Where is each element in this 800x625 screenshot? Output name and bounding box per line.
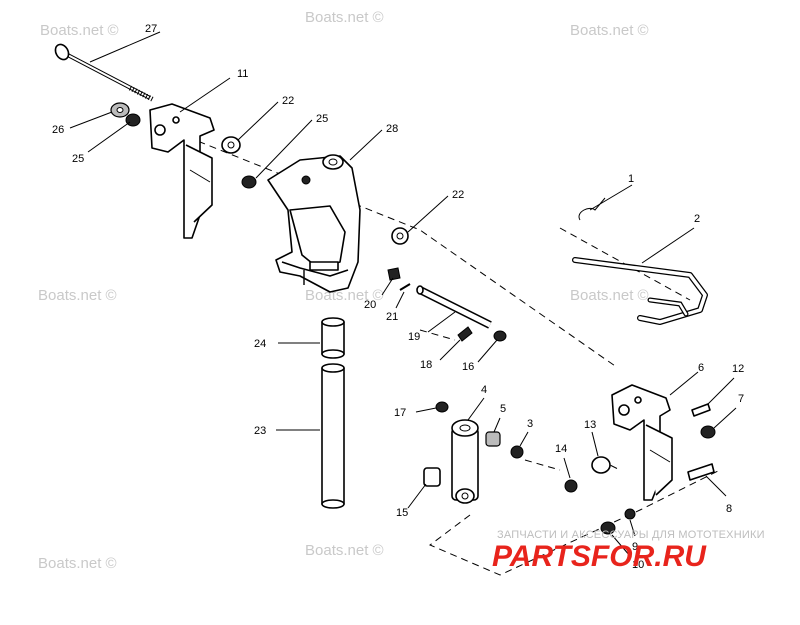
callout-8: 8 xyxy=(726,503,732,515)
bolt-27 xyxy=(54,43,156,103)
callout-27: 27 xyxy=(145,23,157,35)
bushing-5 xyxy=(485,431,501,447)
callout-14: 14 xyxy=(555,443,567,455)
callout-16: 16 xyxy=(462,361,474,373)
nut-10 xyxy=(600,521,616,535)
callout-22-right: 22 xyxy=(452,189,464,201)
callout-11: 11 xyxy=(237,68,248,80)
swivel-bracket-28 xyxy=(267,154,361,293)
watermark-text: Boats.net © xyxy=(305,287,384,304)
watermark-text: Boats.net © xyxy=(305,542,384,559)
callout-15: 15 xyxy=(396,507,408,519)
fitting-18 xyxy=(457,326,473,342)
bushing-24 xyxy=(321,317,345,359)
watermark-text: Boats.net © xyxy=(570,287,649,304)
callout-2: 2 xyxy=(694,213,700,225)
callout-26: 26 xyxy=(52,124,64,136)
watermark-text: Boats.net © xyxy=(570,22,649,39)
nut-25-center xyxy=(241,175,257,189)
brand-name-left: PARTS xyxy=(492,540,591,573)
callout-3: 3 xyxy=(527,418,533,430)
callout-23: 23 xyxy=(254,425,266,437)
tube-23 xyxy=(321,363,345,509)
callout-28: 28 xyxy=(386,123,398,135)
nut-14 xyxy=(564,479,578,493)
callout-19: 19 xyxy=(408,331,420,343)
bracket-6 xyxy=(611,384,673,501)
callout-5: 5 xyxy=(500,403,506,415)
brand-tagline: ЗАПЧАСТИ И АКСЕССУАРЫ ДЛЯ МОТОТЕХНИКИ xyxy=(497,529,765,541)
leader-lines xyxy=(69,31,737,557)
washer-25-left xyxy=(125,113,141,127)
bushing-15 xyxy=(423,467,441,487)
callout-25-left: 25 xyxy=(72,153,84,165)
callout-20: 20 xyxy=(364,299,376,311)
screw-20 xyxy=(387,267,401,281)
callout-18: 18 xyxy=(420,359,432,371)
callout-21: 21 xyxy=(386,311,398,323)
watermarks: Boats.net © Boats.net © Boats.net © Boat… xyxy=(38,9,649,572)
nut-16 xyxy=(493,330,507,342)
brand-name-right: FOR.RU xyxy=(591,540,707,573)
bolt-8 xyxy=(687,463,715,481)
callout-22-top: 22 xyxy=(282,95,294,107)
callout-1: 1 xyxy=(628,173,634,185)
nut-9 xyxy=(624,508,636,520)
callout-numbers: 27 11 26 25 22 25 28 22 20 21 19 18 16 2… xyxy=(52,23,744,571)
watermark-text: Boats.net © xyxy=(38,555,117,572)
screw-12 xyxy=(691,403,711,417)
watermark-text: Boats.net © xyxy=(40,22,119,39)
nut-3 xyxy=(510,445,524,459)
shaft-19 xyxy=(416,285,492,329)
callout-7: 7 xyxy=(738,393,744,405)
assembly-lines xyxy=(164,127,721,576)
watermark-text: Boats.net © xyxy=(305,9,384,26)
nut-7 xyxy=(700,425,716,439)
bracket-11 xyxy=(149,103,215,239)
brand-logo: ЗАПЧАСТИ И АКСЕССУАРЫ ДЛЯ МОТОТЕХНИКИ PA… xyxy=(492,529,765,573)
callout-6: 6 xyxy=(698,362,704,374)
callout-13: 13 xyxy=(584,419,596,431)
callout-4: 4 xyxy=(481,384,487,396)
callout-24: 24 xyxy=(254,338,266,350)
washer-13 xyxy=(591,456,611,474)
callout-10: 10 xyxy=(632,559,644,571)
shock-absorber-4 xyxy=(451,419,479,504)
watermark-text: Boats.net © xyxy=(38,287,117,304)
callout-12: 12 xyxy=(732,363,744,375)
tilt-lever-2 xyxy=(572,257,708,325)
callout-25-center: 25 xyxy=(316,113,328,125)
clip-1 xyxy=(578,197,606,221)
brand-name: PARTSFOR.RU xyxy=(492,540,707,573)
nut-17 xyxy=(435,401,449,413)
callout-9: 9 xyxy=(632,541,638,553)
pin-21 xyxy=(399,283,411,291)
callout-17: 17 xyxy=(394,407,406,419)
